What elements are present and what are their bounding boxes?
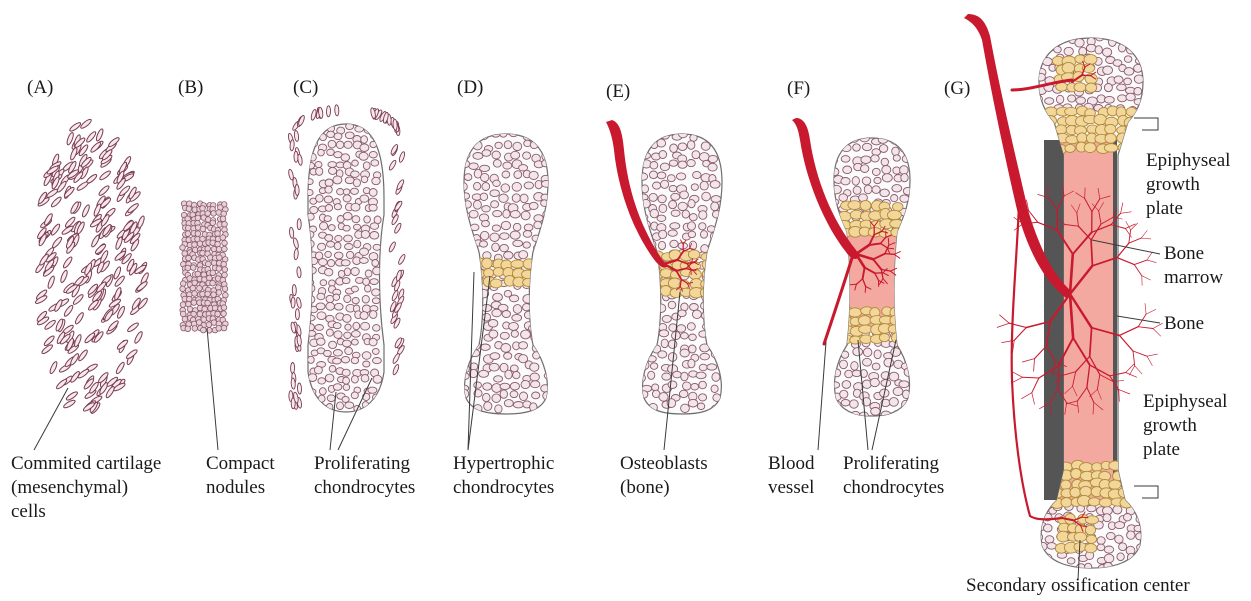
panel-label-b: (B): [178, 77, 203, 99]
panel-d-cartilage-model: [459, 129, 554, 414]
compact-nodule: [180, 201, 229, 333]
panel-label-c: (C): [293, 77, 318, 99]
label-bone: Bone: [1164, 312, 1204, 336]
panel-label-a: (A): [27, 77, 53, 99]
panel-e-cartilage-model: [606, 120, 722, 414]
label-secondary-ossification-center: Secondary ossification center: [966, 574, 1190, 598]
panel-label-g: (G): [944, 78, 970, 100]
panel-f-bone-model: [792, 118, 913, 420]
panel-label-d: (D): [457, 77, 483, 99]
mesenchymal-cells: [34, 118, 149, 415]
caption-a: Commited cartilage(mesenchymal)cells: [11, 452, 161, 524]
panel-label-f: (F): [787, 78, 810, 100]
caption-e: Osteoblasts(bone): [620, 452, 708, 500]
panel-g-long-bone: [964, 14, 1162, 574]
leader-lines: [34, 118, 1160, 580]
panel-c-cartilage-model: [287, 105, 406, 412]
panel-label-e: (E): [606, 81, 630, 103]
